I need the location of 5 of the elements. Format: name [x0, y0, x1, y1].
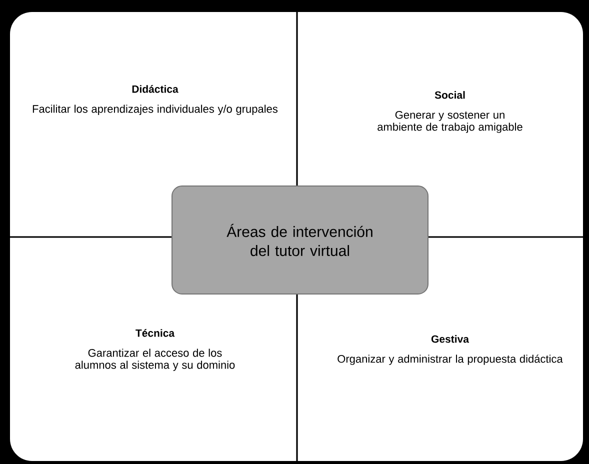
area-text: Didáctica Facilitar los aprendizajes individuales y/o grupales — [32, 85, 278, 115]
area-text: Gestiva Organizar y administrar la propuesta didáctica — [338, 335, 563, 365]
area-text: Técnica Garantizar el acceso de los alumnos al sistema y su dominio — [75, 329, 235, 371]
area-text: Social Generar y sostener un ambiente de trabajo amigable — [378, 91, 522, 133]
title-box: Áreas de intervención del tutor virtual — [172, 186, 428, 294]
